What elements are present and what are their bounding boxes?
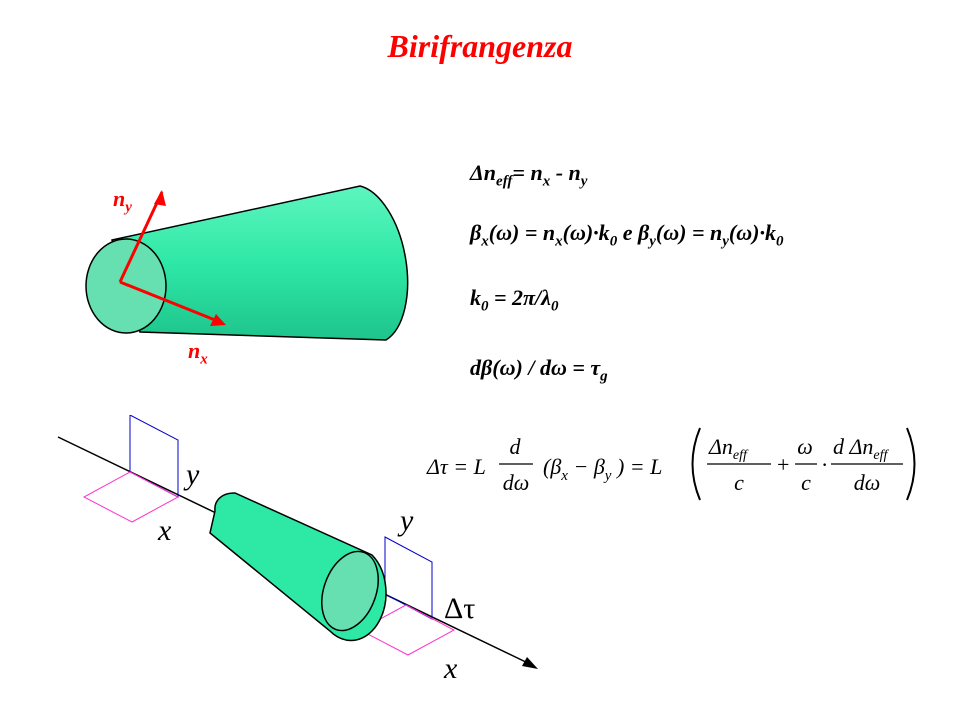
left-y-label: y: [186, 458, 200, 491]
svg-text:Δneff: Δneff: [708, 434, 749, 463]
svg-text:c: c: [734, 470, 744, 495]
fiber-end-face: [321, 550, 379, 632]
equation-group-delay: dβ(ω) / dω = τg: [470, 355, 608, 385]
svg-text:c: c: [801, 470, 811, 495]
propagation-arrowhead: [522, 657, 538, 669]
svg-text:d: d: [510, 434, 522, 459]
svg-text:ω: ω: [797, 434, 813, 459]
lower-propagation-diagram: [57, 415, 538, 669]
svg-text:(βx − βy ) = L: (βx − βy ) = L: [543, 454, 662, 484]
right-y-label: y: [400, 504, 414, 537]
right-x-label: x: [444, 652, 458, 685]
cylinder-body: [111, 185, 409, 341]
right-paren: [906, 427, 916, 501]
delay-label: Δτ: [444, 592, 476, 625]
nx-label: nx: [188, 338, 208, 368]
left-paren: [691, 427, 701, 501]
left-horizontal-pulse: [82, 471, 180, 523]
equation-beta: βx(ω) = nx(ω)·k0 e βy(ω) = ny(ω)·k0: [470, 220, 784, 250]
svg-text:+: +: [777, 452, 789, 477]
upper-cylinder-diagram: [85, 185, 409, 341]
nx-axis-arrow: [119, 280, 221, 324]
equation-delta-neff: Δneff= nx - ny: [470, 160, 588, 190]
delay-formula: Δτ = L d dω (βx − βy ) = L Δneff c + ω c…: [426, 427, 916, 501]
svg-text:·: ·: [821, 452, 828, 477]
ny-axis-arrow: [118, 191, 164, 283]
svg-text:dω: dω: [854, 470, 881, 495]
page-title: Birifrangenza: [387, 28, 573, 64]
svg-text:dω: dω: [503, 470, 530, 495]
left-x-label: x: [158, 514, 172, 547]
equation-k0: k0 = 2π/λ0: [470, 285, 559, 315]
svg-text:Δτ = L: Δτ = L: [426, 454, 486, 479]
svg-text:d Δneff: d Δneff: [833, 434, 890, 463]
ny-label: ny: [113, 186, 132, 216]
